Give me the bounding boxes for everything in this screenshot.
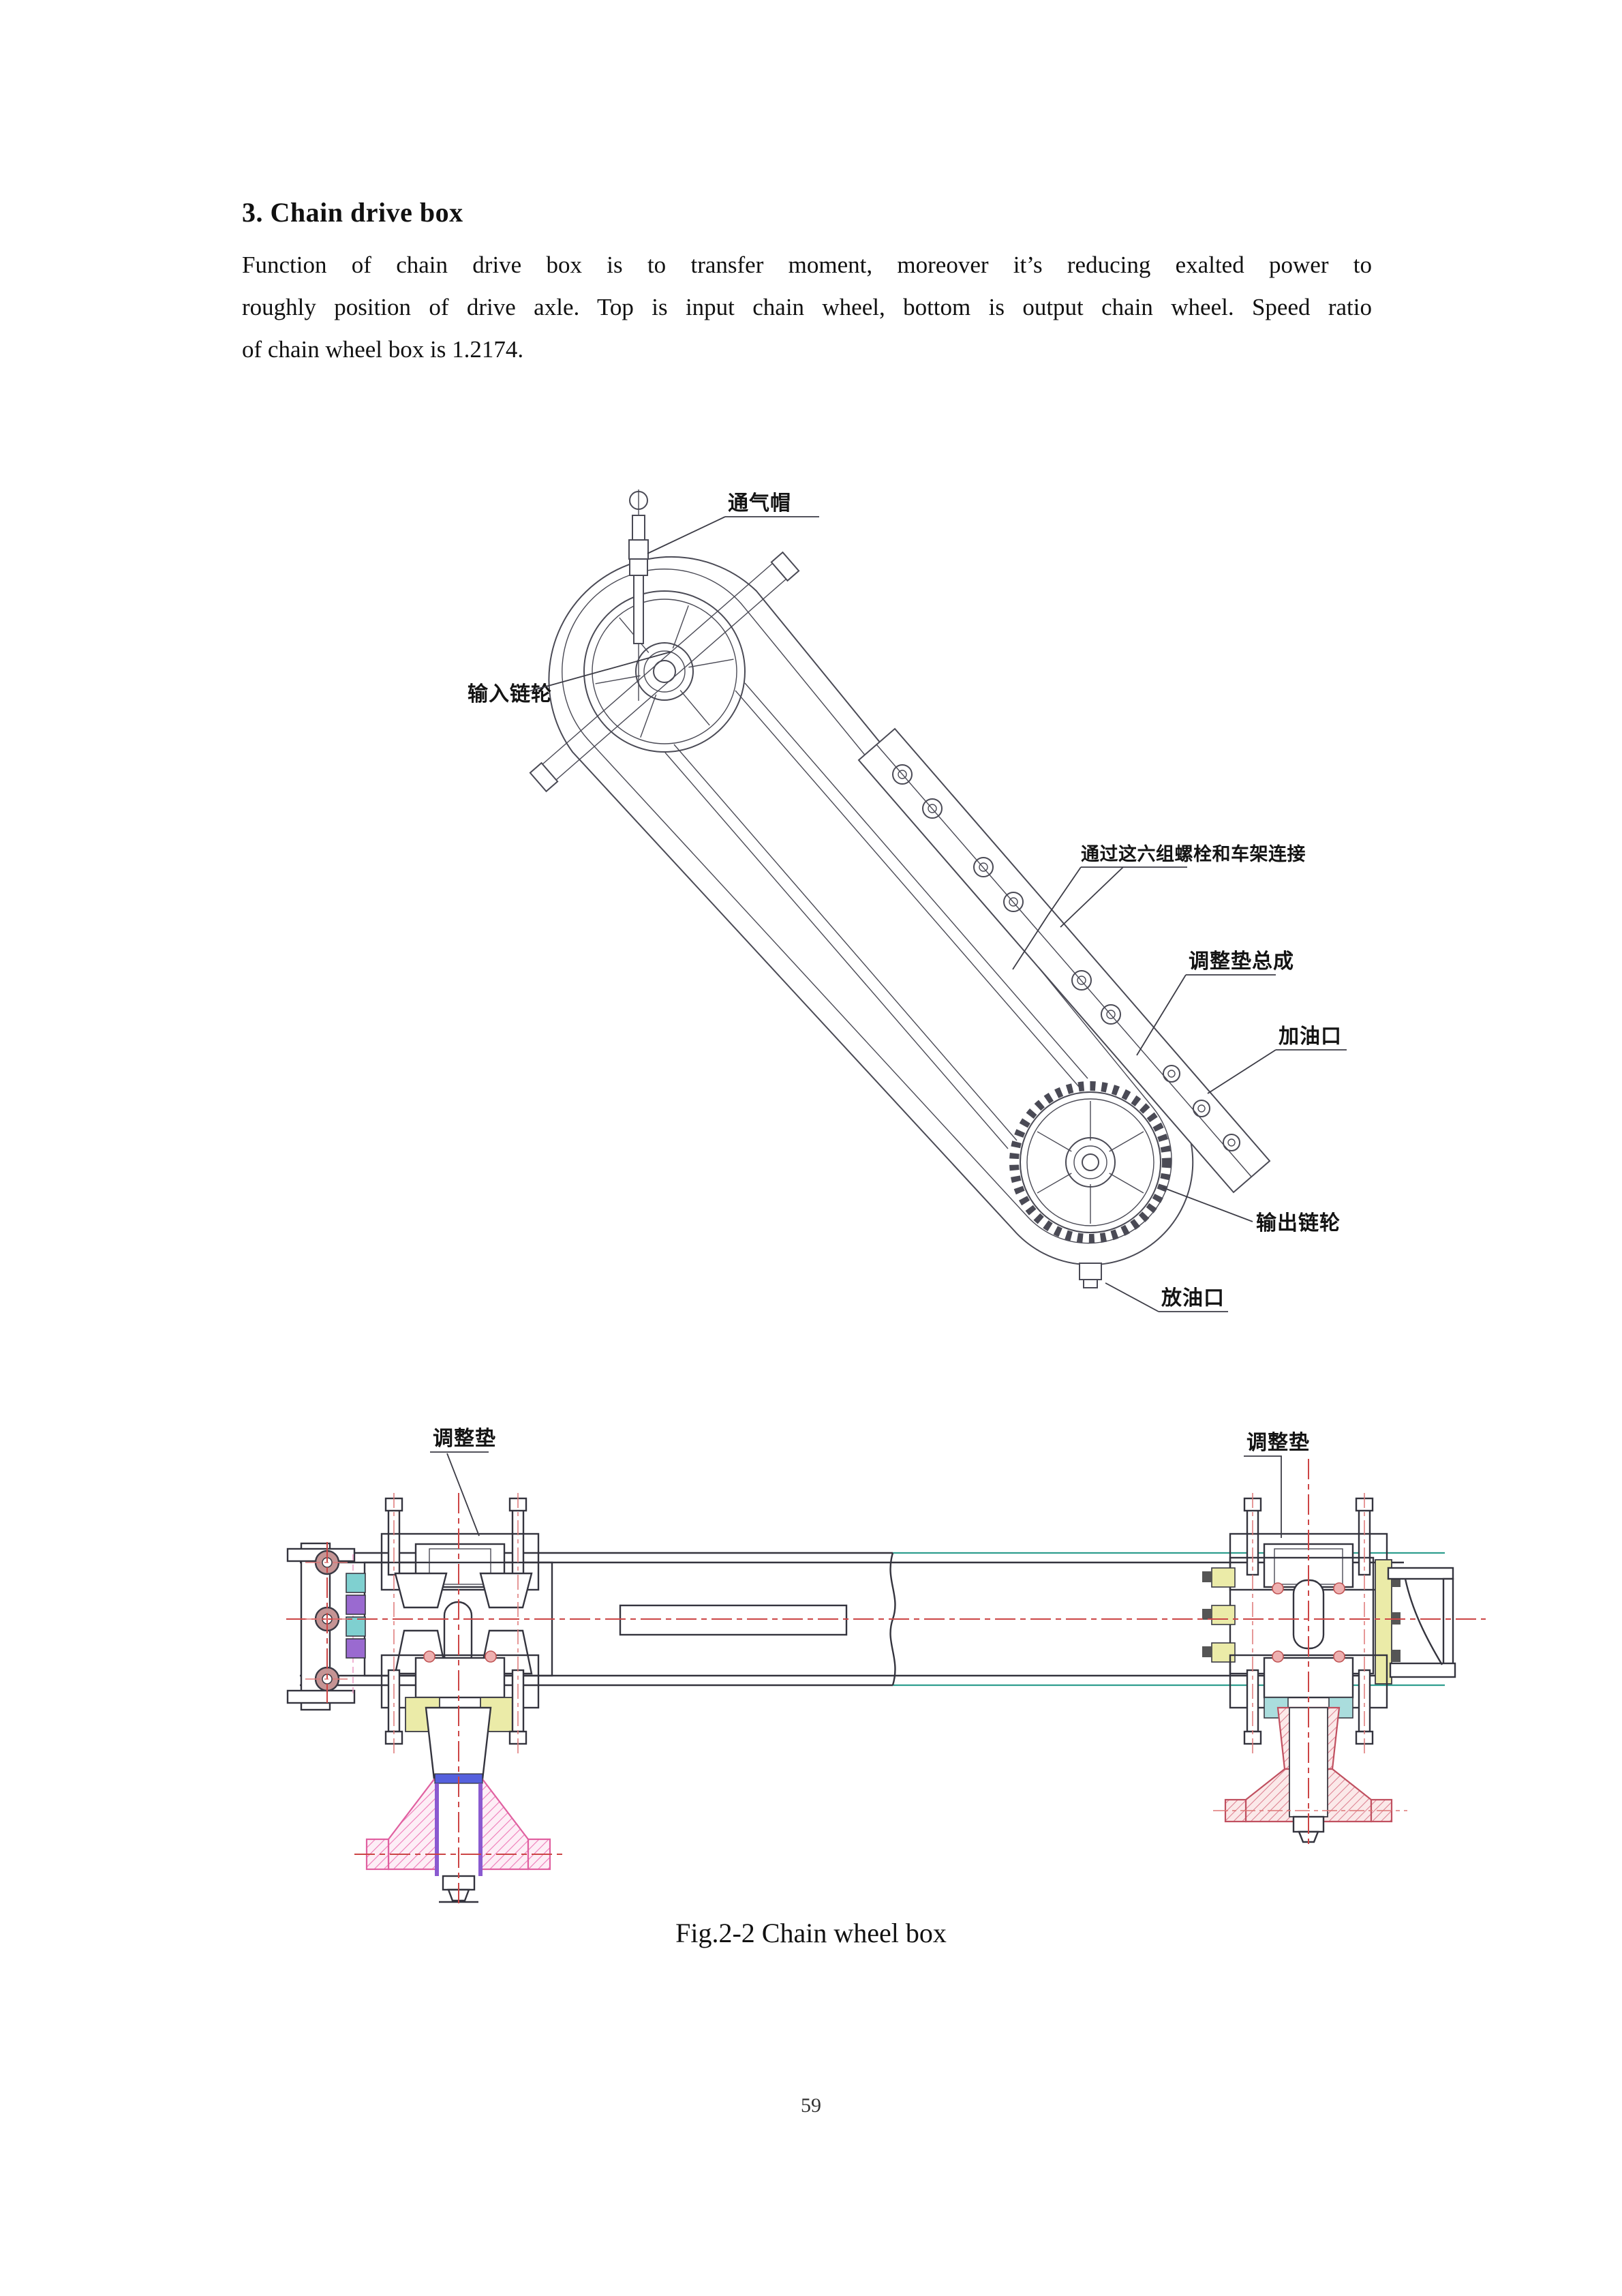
frame-bolts-label: 通过这六组螺栓和车架连接 [1081,843,1306,865]
figure-caption: Fig.2-2 Chain wheel box [675,1918,947,1948]
beam-slot [619,1604,848,1636]
adjusting-shim-assembly-label: 调整垫总成 [1189,950,1294,973]
section-heading: 3. Chain drive box [242,197,463,228]
input-chain-wheel-label: 输入链轮 [468,682,552,706]
oil-drain-port-label: 放油口 [1161,1286,1225,1310]
paragraph-line: roughly position of drive axle. Top is i… [242,294,1372,320]
input-chain-wheel-drawing [583,590,746,753]
figure-isometric-chain-box: 通气帽 输入链轮 通过这六组螺栓和车架连接 调整垫总成 加油口 输出链轮 放油口 [468,489,1347,1312]
breather-cap-label: 通气帽 [728,492,791,515]
left-bearing-assembly [346,1497,553,1903]
left-end-bracket [286,1542,356,1711]
adjusting-shim-right-label: 调整垫 [1246,1431,1310,1455]
figure-annotations: 通气帽 输入链轮 通过这六组螺栓和车架连接 调整垫总成 加油口 输出链轮 放油口 [468,492,1347,1312]
figure-annotations: 调整垫 调整垫 [430,1427,1310,1538]
adjusting-shim-left-label: 调整垫 [433,1427,496,1451]
centerlines [286,1459,1486,1907]
breather-cap-drawing [628,489,649,701]
output-chain-wheel-drawing [1009,1081,1172,1243]
body-paragraph: Function of chain drive box is to transf… [242,244,1372,371]
page-number: 59 [801,2094,821,2117]
oil-drain-plug-drawing [1079,1263,1102,1288]
oil-fill-port-label: 加油口 [1279,1025,1342,1048]
adjusting-studs [1163,1065,1240,1151]
frame-bolt-plate [857,727,1271,1194]
mounting-brace [529,551,800,793]
right-bearing-assembly [1202,1497,1456,1843]
output-chain-wheel-label: 输出链轮 [1256,1211,1341,1235]
figure-section-chain-box: 调整垫 调整垫 [286,1427,1486,1907]
paragraph-line: of chain wheel box is 1.2174. [242,336,524,363]
paragraph-line: Function of chain drive box is to transf… [242,252,1372,278]
chain-box-housing [548,556,1194,1266]
frame-bolts [892,764,1121,1025]
